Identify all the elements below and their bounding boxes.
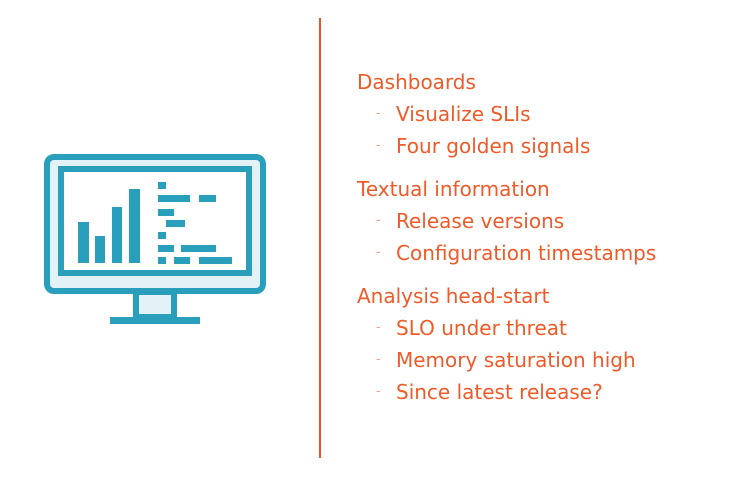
list-item: -Since latest release? xyxy=(357,376,656,408)
bullet-dash: - xyxy=(376,320,381,335)
bullet-dash: - xyxy=(376,352,381,367)
bullet-dash: - xyxy=(376,245,381,260)
section-heading: Textual information xyxy=(357,177,550,201)
list-item: -Four golden signals xyxy=(357,130,656,162)
bullet-list: Dashboards -Visualize SLIs -Four golden … xyxy=(357,66,656,408)
vertical-divider xyxy=(319,18,321,458)
list-item-text: Configuration timestamps xyxy=(396,241,657,265)
bullet-dash: - xyxy=(376,106,381,121)
list-item: -SLO under threat xyxy=(357,312,656,344)
bullet-dash: - xyxy=(376,213,381,228)
list-item-text: Visualize SLIs xyxy=(396,102,531,126)
monitor-dashboard-icon xyxy=(44,154,266,324)
list-item-text: Four golden signals xyxy=(396,134,591,158)
list-item-text: Release versions xyxy=(396,209,565,233)
section-heading: Dashboards xyxy=(357,70,476,94)
list-item: -Visualize SLIs xyxy=(357,98,656,130)
list-item-text: Memory saturation high xyxy=(396,348,636,372)
list-item: -Memory saturation high xyxy=(357,344,656,376)
list-item-text: SLO under threat xyxy=(396,316,567,340)
bullet-dash: - xyxy=(376,138,381,153)
section-heading: Analysis head-start xyxy=(357,284,550,308)
list-item-text: Since latest release? xyxy=(396,380,603,404)
bullet-dash: - xyxy=(376,384,381,399)
list-item: -Configuration timestamps xyxy=(357,237,656,269)
list-item: -Release versions xyxy=(357,205,656,237)
